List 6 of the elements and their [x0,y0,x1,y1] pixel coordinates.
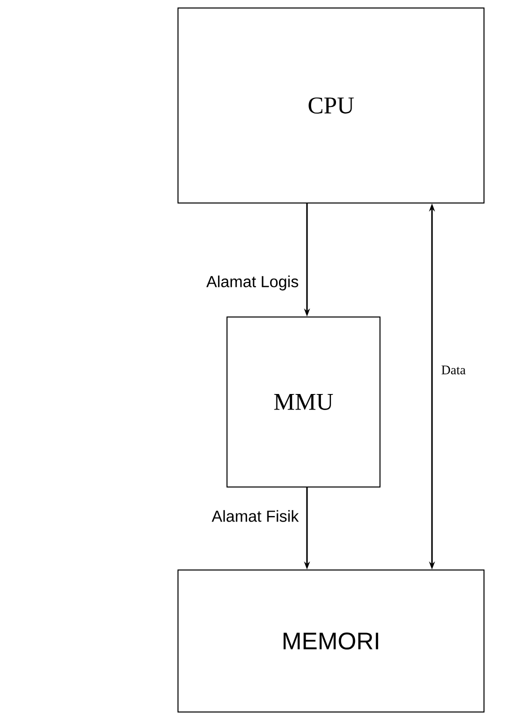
process-box: CPU [178,8,484,204]
process-box: MMU [226,316,380,488]
edge-label: Data [442,366,466,374]
edge-label: Alamat Logis [206,276,298,290]
process-box: MEMORI [178,570,484,712]
edge-label: Alamat Fisik [212,510,299,522]
